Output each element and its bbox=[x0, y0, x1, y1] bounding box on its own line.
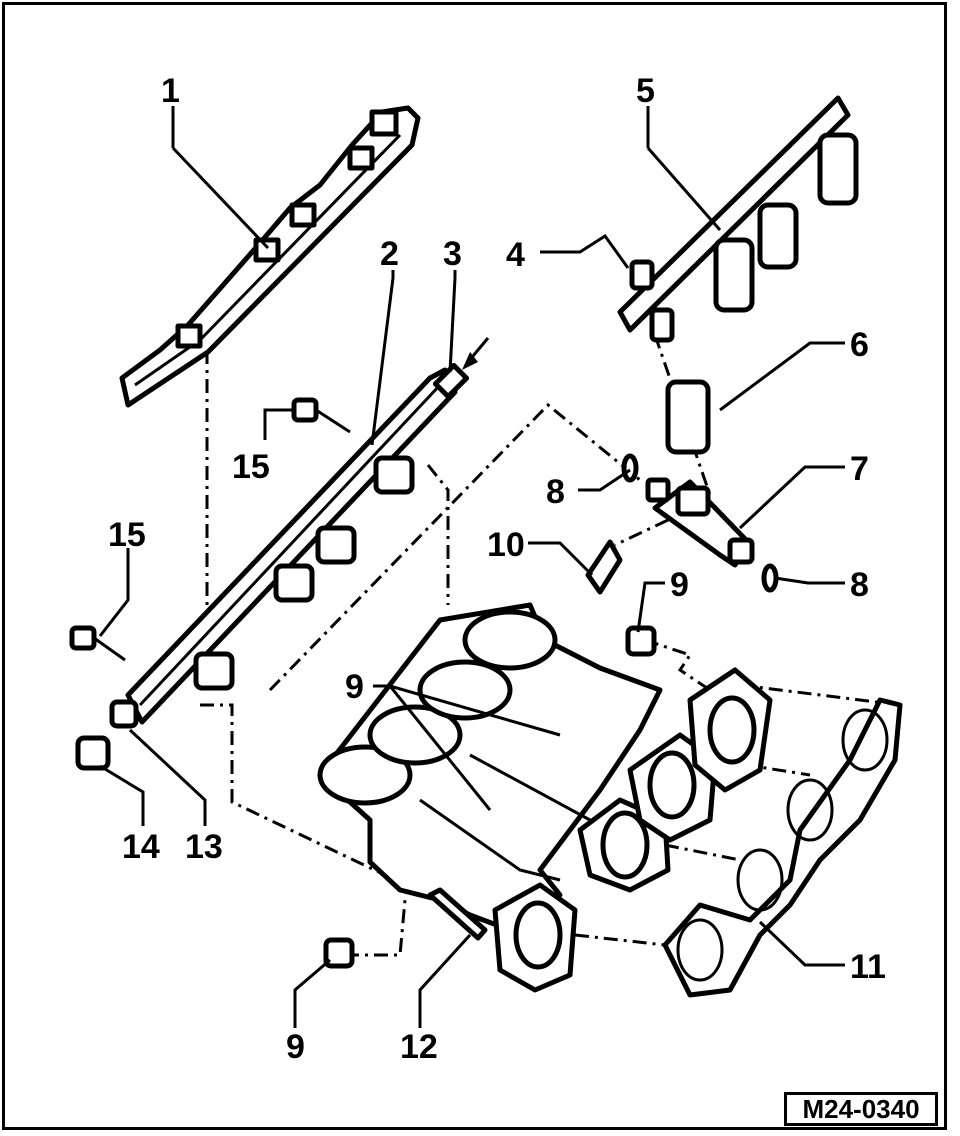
callout-8-left: 8 bbox=[546, 473, 565, 511]
part-15-bolts bbox=[69, 397, 351, 662]
part-8-o-ring-left bbox=[621, 453, 639, 483]
part-14-nut bbox=[75, 735, 111, 771]
callout-8-right: 8 bbox=[850, 566, 869, 604]
part-5-injector-bar bbox=[617, 95, 859, 343]
callout-labels: 1 2 3 4 5 6 7 8 8 9 9 9 10 11 12 13 14 1… bbox=[108, 72, 886, 1066]
callout-7: 7 bbox=[850, 450, 869, 488]
callout-9-lower: 9 bbox=[286, 1028, 305, 1066]
part-12-pin bbox=[427, 887, 488, 941]
callout-15-lower: 15 bbox=[108, 516, 146, 554]
leader-lines bbox=[98, 106, 845, 1028]
callout-9-middle: 9 bbox=[345, 668, 364, 706]
callout-6: 6 bbox=[850, 326, 869, 364]
part-10-clip bbox=[585, 539, 623, 595]
assembly-lines bbox=[200, 334, 901, 957]
callout-15-upper: 15 bbox=[232, 448, 270, 486]
part-13-fitting bbox=[109, 699, 139, 729]
intake-manifold bbox=[317, 602, 773, 993]
part-1-cover-strip bbox=[119, 105, 421, 408]
callout-5: 5 bbox=[636, 72, 655, 110]
part-3-supply-connection bbox=[432, 337, 490, 400]
callout-11: 11 bbox=[850, 948, 886, 986]
callout-1: 1 bbox=[161, 72, 180, 110]
callout-9-upper: 9 bbox=[670, 566, 689, 604]
callout-4: 4 bbox=[506, 236, 525, 274]
part-11-gasket bbox=[662, 697, 903, 998]
callout-12: 12 bbox=[400, 1028, 438, 1066]
callout-14: 14 bbox=[122, 828, 160, 866]
part-8-o-ring-right bbox=[761, 563, 779, 593]
callout-10: 10 bbox=[487, 526, 525, 564]
figure-reference-label: M24-0340 bbox=[784, 1092, 938, 1126]
diagram-frame bbox=[2, 2, 947, 1130]
callout-3: 3 bbox=[443, 235, 462, 273]
callout-13: 13 bbox=[185, 828, 223, 866]
part-7-valve bbox=[645, 477, 755, 568]
part-6-hose-sleeve bbox=[665, 379, 711, 455]
callout-2: 2 bbox=[380, 235, 399, 273]
